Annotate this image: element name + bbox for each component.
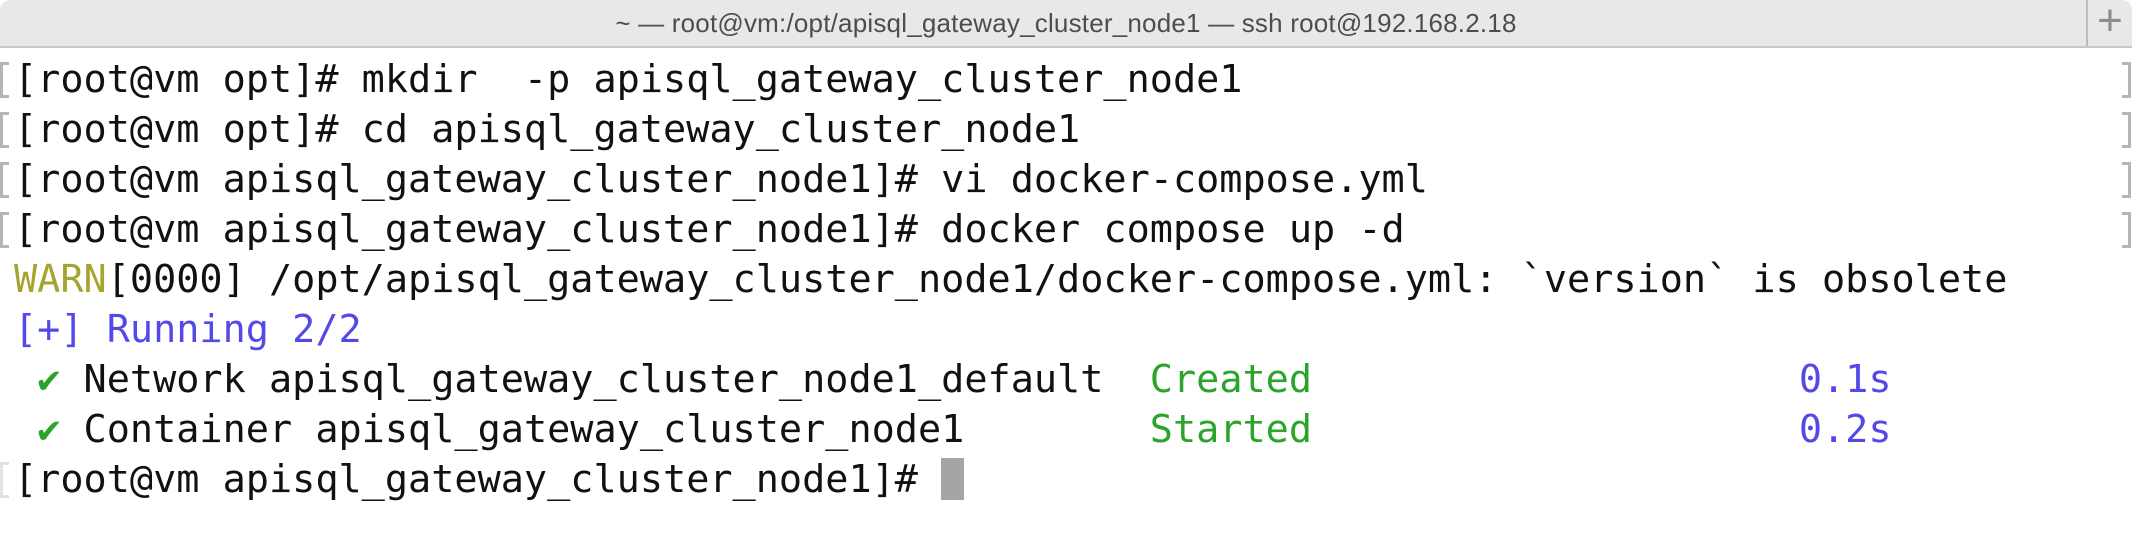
terminal-text-segment: WARN [14,257,107,302]
terminal-text-segment: [root@vm opt]# mkdir -p apisql_gateway_c… [14,57,1243,102]
prompt-mark-right-icon [2122,162,2131,198]
terminal-text-segment [14,407,37,452]
prompt-mark-right-icon [2122,212,2131,248]
terminal-line: [root@vm opt]# mkdir -p apisql_gateway_c… [0,55,2132,105]
prompt-mark-left-icon [0,212,9,248]
terminal-text-segment: 0.2s [1798,407,1892,452]
terminal-text-segment: [+] Running 2/2 [14,307,362,352]
terminal-text-segment [14,357,37,402]
prompt-mark-left-icon [0,162,9,198]
terminal-line: [+] Running 2/2 [0,305,2132,355]
terminal-text-segment: [root@vm opt]# cd apisql_gateway_cluster… [14,107,1081,152]
terminal-text-segment: Container apisql_gateway_cluster_node1 [60,407,1150,452]
terminal-line: ✔ Container apisql_gateway_cluster_node1… [0,405,2132,455]
terminal-text-segment: [root@vm apisql_gateway_cluster_node1]# [14,457,942,502]
prompt-mark-left-icon [0,62,9,98]
terminal-line: [root@vm opt]# cd apisql_gateway_cluster… [0,105,2132,155]
checkmark-icon: ✔ [37,357,61,402]
terminal-text-segment: Started [1149,407,1313,452]
new-tab-button[interactable]: + [2086,0,2132,46]
window-title: ~ — root@vm:/opt/apisql_gateway_cluster_… [615,7,1517,38]
terminal-text-segment: [root@vm apisql_gateway_cluster_node1]# … [14,207,1405,252]
terminal-line: WARN[0000] /opt/apisql_gateway_cluster_n… [0,255,2132,305]
prompt-mark-left-icon [0,112,9,148]
terminal-line: ✔ Network apisql_gateway_cluster_node1_d… [0,355,2132,405]
terminal-text-segment [1312,357,1799,402]
terminal-text-segment: Network apisql_gateway_cluster_node1_def… [60,357,1150,402]
terminal-line: [root@vm apisql_gateway_cluster_node1]# … [0,205,2132,255]
terminal-line: [root@vm apisql_gateway_cluster_node1]# [0,455,2132,505]
terminal-text-segment: [root@vm apisql_gateway_cluster_node1]# … [14,157,1428,202]
terminal-text-segment [1312,407,1799,452]
terminal-line: [root@vm apisql_gateway_cluster_node1]# … [0,155,2132,205]
terminal-text-segment: [0000] /opt/apisql_gateway_cluster_node1… [106,257,2008,302]
window-titlebar: ~ — root@vm:/opt/apisql_gateway_cluster_… [0,0,2132,48]
prompt-mark-left-icon [0,462,9,498]
plus-icon: + [2097,0,2123,45]
terminal-text-segment: 0.1s [1798,357,1892,402]
prompt-mark-right-icon [2122,62,2131,98]
checkmark-icon: ✔ [37,407,61,452]
terminal-cursor [941,457,965,500]
terminal-text-segment: Created [1149,357,1313,402]
terminal-output[interactable]: [root@vm opt]# mkdir -p apisql_gateway_c… [0,48,2132,505]
prompt-mark-right-icon [2122,112,2131,148]
